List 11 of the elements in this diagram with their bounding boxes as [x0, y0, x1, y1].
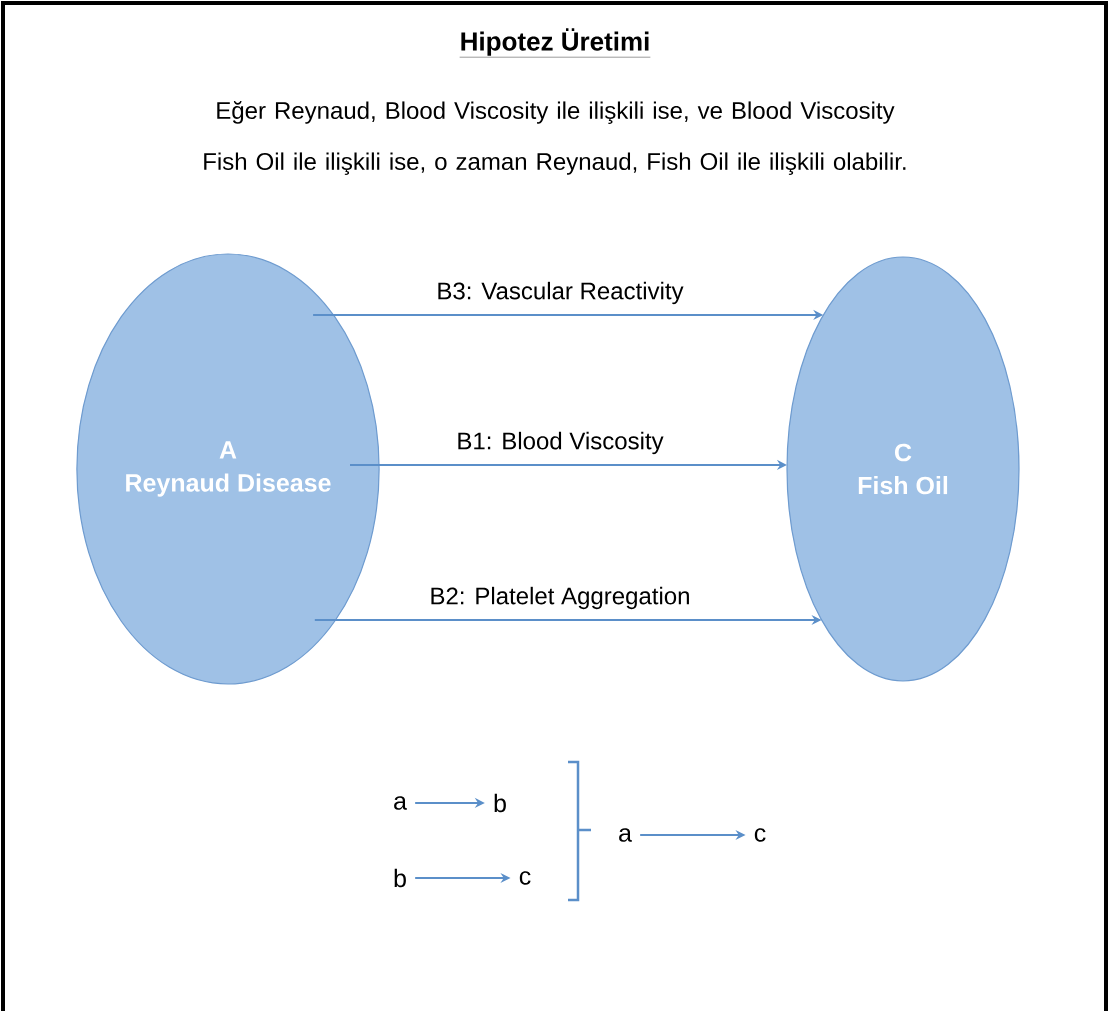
paragraph: Eğer Reynaud, Blood Viscosity ile ilişkili ise, ve Blood Viscosity Fish Oil ile ilişkili ise, o zaman Reynaud, Fish Oil ile ilişkili olabilir. — [204, 101, 906, 175]
letter: c — [754, 828, 766, 842]
letter: a — [619, 828, 632, 842]
letter: b — [494, 793, 506, 813]
letter: a — [394, 796, 407, 810]
edge-label: B3: Vascular Reactivity — [434, 279, 686, 307]
letter: b — [394, 868, 406, 888]
edge-label: B1: Blood Viscosity — [454, 429, 666, 457]
edge-label: B2: Platelet Aggregation — [427, 584, 693, 612]
title: Hipotez Üretimi — [459, 28, 651, 58]
letter: c — [519, 871, 531, 885]
